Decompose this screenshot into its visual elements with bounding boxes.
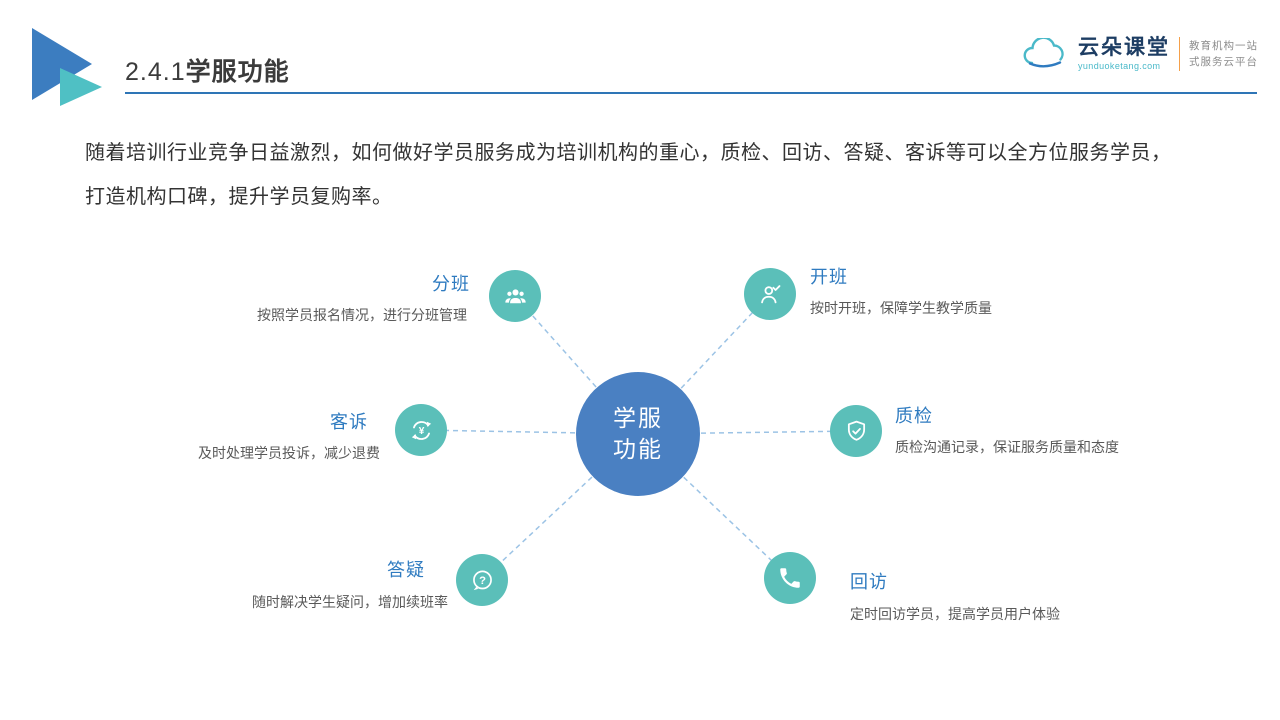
center-node: 学服 功能 bbox=[576, 372, 700, 496]
logo-divider bbox=[1179, 36, 1180, 71]
kaiban-label: 开班 bbox=[810, 267, 848, 287]
group-users-icon bbox=[489, 270, 541, 322]
title-text: 学服功能 bbox=[185, 58, 290, 86]
huifang-desc: 定时回访学员，提高学员用户体验 bbox=[850, 606, 1060, 622]
intro-paragraph: 随着培训行业竞争日益激烈，如何做好学员服务成为培训机构的重心，质检、回访、答疑、… bbox=[85, 131, 1225, 219]
center-node-line2: 功能 bbox=[613, 436, 663, 462]
title-underline bbox=[125, 92, 1257, 94]
cloud-icon bbox=[1023, 37, 1064, 67]
zhijian-label: 质检 bbox=[895, 406, 933, 426]
intro-line1: 随着培训行业竞争日益激烈，如何做好学员服务成为培训机构的重心，质检、回访、答疑、… bbox=[85, 142, 1172, 164]
kesu-label: 客诉 bbox=[330, 412, 368, 432]
brand-tagline-line2: 式服务云平台 bbox=[1189, 55, 1258, 68]
yen-refresh-icon: ¥ bbox=[395, 404, 447, 456]
brand-tagline: 教育机构一站 式服务云平台 bbox=[1189, 38, 1258, 70]
svg-text:¥: ¥ bbox=[418, 426, 424, 437]
person-check-icon bbox=[744, 268, 796, 320]
brand-url: yunduoketang.com bbox=[1078, 61, 1161, 71]
svg-text:?: ? bbox=[479, 574, 486, 586]
brand-name-block: 云朵课堂 yunduoketang.com bbox=[1078, 36, 1170, 71]
question-bubble-icon: ? bbox=[456, 554, 508, 606]
huifang-label: 回访 bbox=[850, 572, 888, 592]
title-number: 2.4.1 bbox=[125, 58, 186, 86]
shield-check-icon bbox=[830, 405, 882, 457]
dayi-desc: 随时解决学生疑问，增加续班率 bbox=[252, 594, 448, 610]
phone-icon bbox=[764, 552, 816, 604]
fenban-desc: 按照学员报名情况，进行分班管理 bbox=[257, 307, 467, 323]
intro-line2: 打造机构口碑，提升学员复购率。 bbox=[85, 186, 393, 208]
kesu-desc: 及时处理学员投诉，减少退费 bbox=[198, 445, 380, 461]
page-title: 2.4.1学服功能 bbox=[125, 52, 290, 88]
fenban-label: 分班 bbox=[432, 274, 470, 294]
zhijian-desc: 质检沟通记录，保证服务质量和态度 bbox=[895, 439, 1119, 455]
brand-name: 云朵课堂 bbox=[1078, 36, 1170, 59]
brand-logo: 云朵课堂 yunduoketang.com 教育机构一站 式服务云平台 bbox=[1023, 36, 1258, 71]
brand-tagline-line1: 教育机构一站 bbox=[1189, 39, 1258, 52]
dayi-label: 答疑 bbox=[387, 560, 425, 580]
kaiban-desc: 按时开班，保障学生教学质量 bbox=[810, 300, 992, 316]
center-node-line1: 学服 bbox=[613, 405, 663, 431]
corner-triangles-icon bbox=[32, 28, 102, 106]
